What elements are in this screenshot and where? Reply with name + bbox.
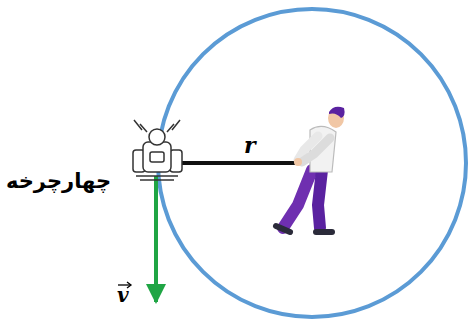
rope <box>178 161 298 165</box>
velocity-arrow <box>154 176 158 302</box>
quad-bike-icon <box>133 120 182 180</box>
velocity-label: v <box>117 284 129 306</box>
man-figure <box>276 107 345 232</box>
vehicle-name: چهارچرخه <box>6 170 111 193</box>
radius-label: r <box>244 133 256 157</box>
circular-path <box>158 9 466 317</box>
